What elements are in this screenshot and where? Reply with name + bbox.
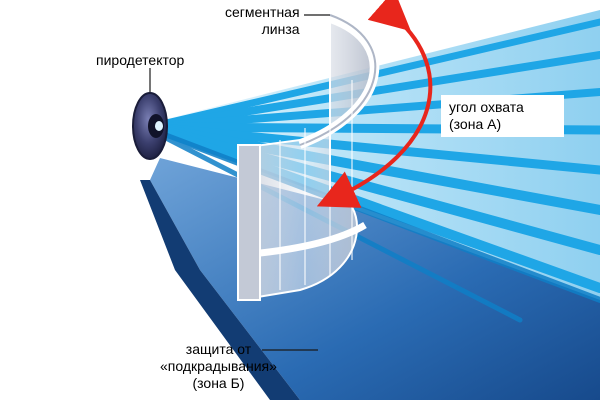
- angle-label-line1: угол охвата: [449, 99, 524, 115]
- zone-b-label-line3: (зона Б): [192, 375, 245, 391]
- zone-b-label-line2: «подкрадывания»: [160, 358, 277, 374]
- double-arrow-icon: [316, 0, 433, 208]
- lens-label-line1: сегментная: [225, 4, 300, 20]
- zone-b-label: защита от «подкрадывания» (зона Б): [160, 341, 277, 392]
- pyro-detector-icon: [132, 92, 168, 160]
- floor-ray: [159, 131, 600, 303]
- angle-label-line2: (зона А): [449, 116, 502, 132]
- zone-b-label-line1: защита от: [185, 341, 252, 357]
- lens-label: сегментная линза: [225, 4, 300, 38]
- beam-ray: [157, 126, 600, 293]
- detector-label: пиродетектор: [96, 52, 185, 68]
- lens-label-line2: линза: [261, 21, 300, 37]
- leader-lines: [149, 14, 330, 351]
- angle-label: угол охвата (зона А): [441, 95, 564, 137]
- floor-edge: [140, 180, 300, 400]
